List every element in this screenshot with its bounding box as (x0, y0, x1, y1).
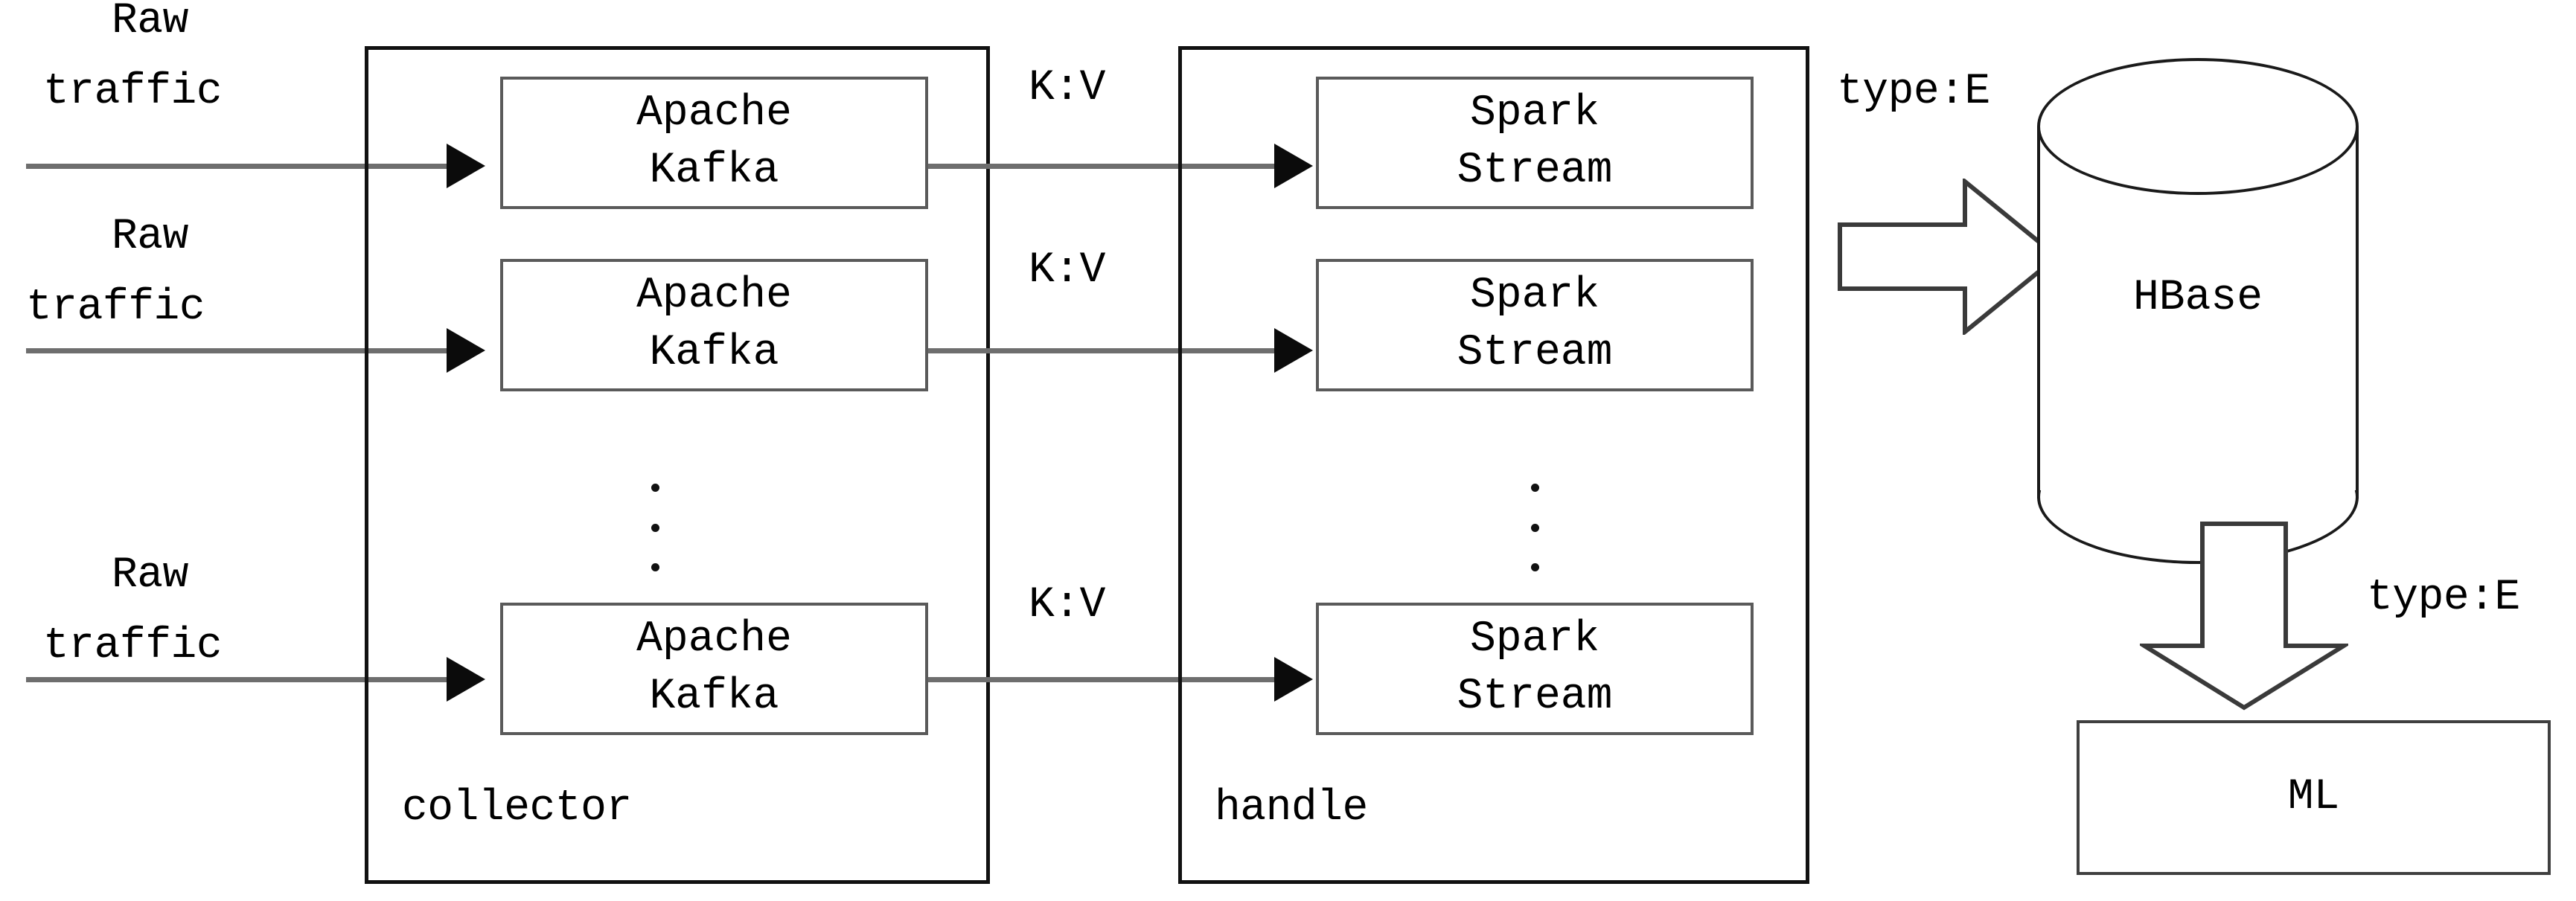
kafka-node-1-line2: Kafka (649, 147, 779, 195)
ml-node[interactable]: ML (2077, 720, 2551, 875)
kv-line-1 (928, 164, 1293, 169)
spark-node-3[interactable]: Spark Stream (1316, 603, 1754, 735)
source-label-3-line1: Raw (112, 551, 188, 600)
spark-node-2-line2: Stream (1457, 329, 1613, 377)
hbase-cylinder[interactable]: HBase (2037, 58, 2359, 564)
kafka-node-2-line1: Apache (636, 272, 792, 321)
spark-node-1-line2: Stream (1457, 147, 1613, 195)
kafka-node-1-line1: Apache (636, 89, 792, 138)
spark-node-2[interactable]: Spark Stream (1316, 259, 1754, 391)
spark-node-1[interactable]: Spark Stream (1316, 77, 1754, 209)
kafka-node-3[interactable]: Apache Kafka (500, 603, 928, 735)
kafka-node-3-line1: Apache (636, 615, 792, 664)
storage-out-label: type:E (2367, 574, 2520, 622)
collector-container (365, 46, 990, 884)
spark-node-1-line1: Spark (1469, 89, 1600, 138)
collector-ellipsis-icon (650, 484, 660, 571)
kafka-node-3-line2: Kafka (649, 673, 779, 721)
hbase-label: HBase (2132, 274, 2263, 322)
handle-label: handle (1215, 784, 1368, 833)
handle-ellipsis-icon (1530, 484, 1540, 571)
source-line-1 (26, 164, 461, 169)
spark-node-2-line1: Spark (1469, 272, 1600, 321)
source-arrowhead-2 (447, 328, 485, 373)
kv-label-1: K:V (1029, 64, 1105, 112)
spark-node-3-line2: Stream (1457, 673, 1613, 721)
ingest-block-arrow-icon (1837, 179, 2060, 335)
ml-label: ML (2287, 772, 2340, 821)
source-label-2-line1: Raw (112, 213, 188, 261)
source-arrowhead-1 (447, 144, 485, 188)
hbase-cylinder-top-ellipse (2037, 58, 2359, 195)
handle-container (1178, 46, 1809, 884)
kv-line-2 (928, 348, 1293, 353)
kv-line-3 (928, 677, 1293, 682)
storage-in-label: type:E (1837, 68, 1990, 116)
export-block-arrow-icon (2140, 521, 2348, 711)
kafka-node-2[interactable]: Apache Kafka (500, 259, 928, 391)
source-line-2 (26, 348, 461, 353)
source-arrowhead-3 (447, 657, 485, 702)
kv-arrowhead-1 (1274, 144, 1313, 188)
kafka-node-2-line2: Kafka (649, 329, 779, 377)
source-label-3-line2: traffic (43, 622, 223, 670)
kv-arrowhead-3 (1274, 657, 1313, 702)
source-label-2-line2: traffic (26, 283, 205, 332)
source-line-3 (26, 677, 461, 682)
kv-label-3: K:V (1029, 581, 1105, 629)
source-label-1-line1: Raw (112, 0, 188, 45)
kv-label-2: K:V (1029, 246, 1105, 295)
spark-node-3-line1: Spark (1469, 615, 1600, 664)
kafka-node-1[interactable]: Apache Kafka (500, 77, 928, 209)
collector-label: collector (402, 784, 632, 833)
source-label-1-line2: traffic (43, 68, 223, 116)
kv-arrowhead-2 (1274, 328, 1313, 373)
